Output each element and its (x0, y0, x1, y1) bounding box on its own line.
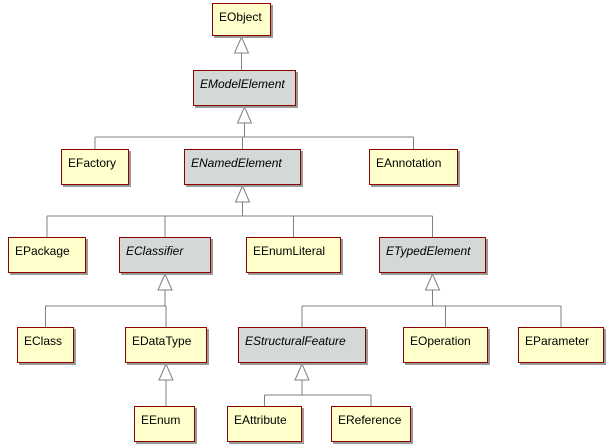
class-eenumliteral-label: EEnumLiteral (253, 244, 326, 258)
class-enamedelement-label: ENamedElement (191, 156, 282, 170)
class-edatatype: EDataType (125, 327, 207, 363)
class-enamedelement: ENamedElement (184, 149, 301, 185)
class-eenum-label: EEnum (141, 413, 181, 427)
class-eparameter-label: EParameter (525, 334, 590, 348)
class-ereference: EReference (331, 406, 411, 442)
generalization-arrowhead-estructuralfeature (294, 362, 310, 381)
class-eobject-label: EObject (219, 10, 262, 24)
class-eobject: EObject (212, 3, 271, 36)
class-eattribute-label: EAttribute (234, 413, 287, 427)
class-estructuralfeature: EStructuralFeature (238, 327, 366, 363)
class-epackage-label: EPackage (15, 244, 70, 258)
class-eenum: EEnum (134, 406, 195, 442)
class-eattribute: EAttribute (227, 406, 302, 442)
class-emodelelement-label: EModelElement (200, 77, 285, 91)
generalization-arrowhead-eclassifier (157, 272, 173, 291)
class-eclassifier-label: EClassifier (126, 244, 184, 258)
generalization-arrowhead-enamedelement (234, 184, 251, 203)
class-etypedelement: ETypedElement (379, 237, 486, 273)
class-estructuralfeature-label: EStructuralFeature (245, 334, 346, 348)
class-eoperation-label: EOperation (410, 334, 471, 348)
class-eclass: EClass (17, 327, 74, 363)
class-etypedelement-label: ETypedElement (386, 244, 471, 258)
generalization-arrowhead-emodelelement (236, 105, 253, 124)
class-emodelelement: EModelElement (193, 70, 296, 106)
class-eclass-label: EClass (24, 334, 63, 348)
class-efactory: EFactory (61, 149, 129, 185)
class-epackage: EPackage (8, 237, 86, 273)
class-eannotation: EAnnotation (369, 149, 458, 185)
class-eoperation: EOperation (403, 327, 488, 363)
class-eclassifier: EClassifier (119, 237, 211, 273)
generalization-arrowhead-eobject (233, 35, 250, 54)
class-ereference-label: EReference (338, 413, 402, 427)
class-eparameter: EParameter (518, 327, 604, 363)
class-edatatype-label: EDataType (132, 334, 192, 348)
generalization-arrowhead-etypedelement (424, 272, 441, 291)
generalization-arrowhead-edatatype (158, 362, 174, 381)
class-efactory-label: EFactory (68, 156, 117, 170)
class-eenumliteral: EEnumLiteral (246, 237, 341, 273)
class-eannotation-label: EAnnotation (376, 156, 442, 170)
